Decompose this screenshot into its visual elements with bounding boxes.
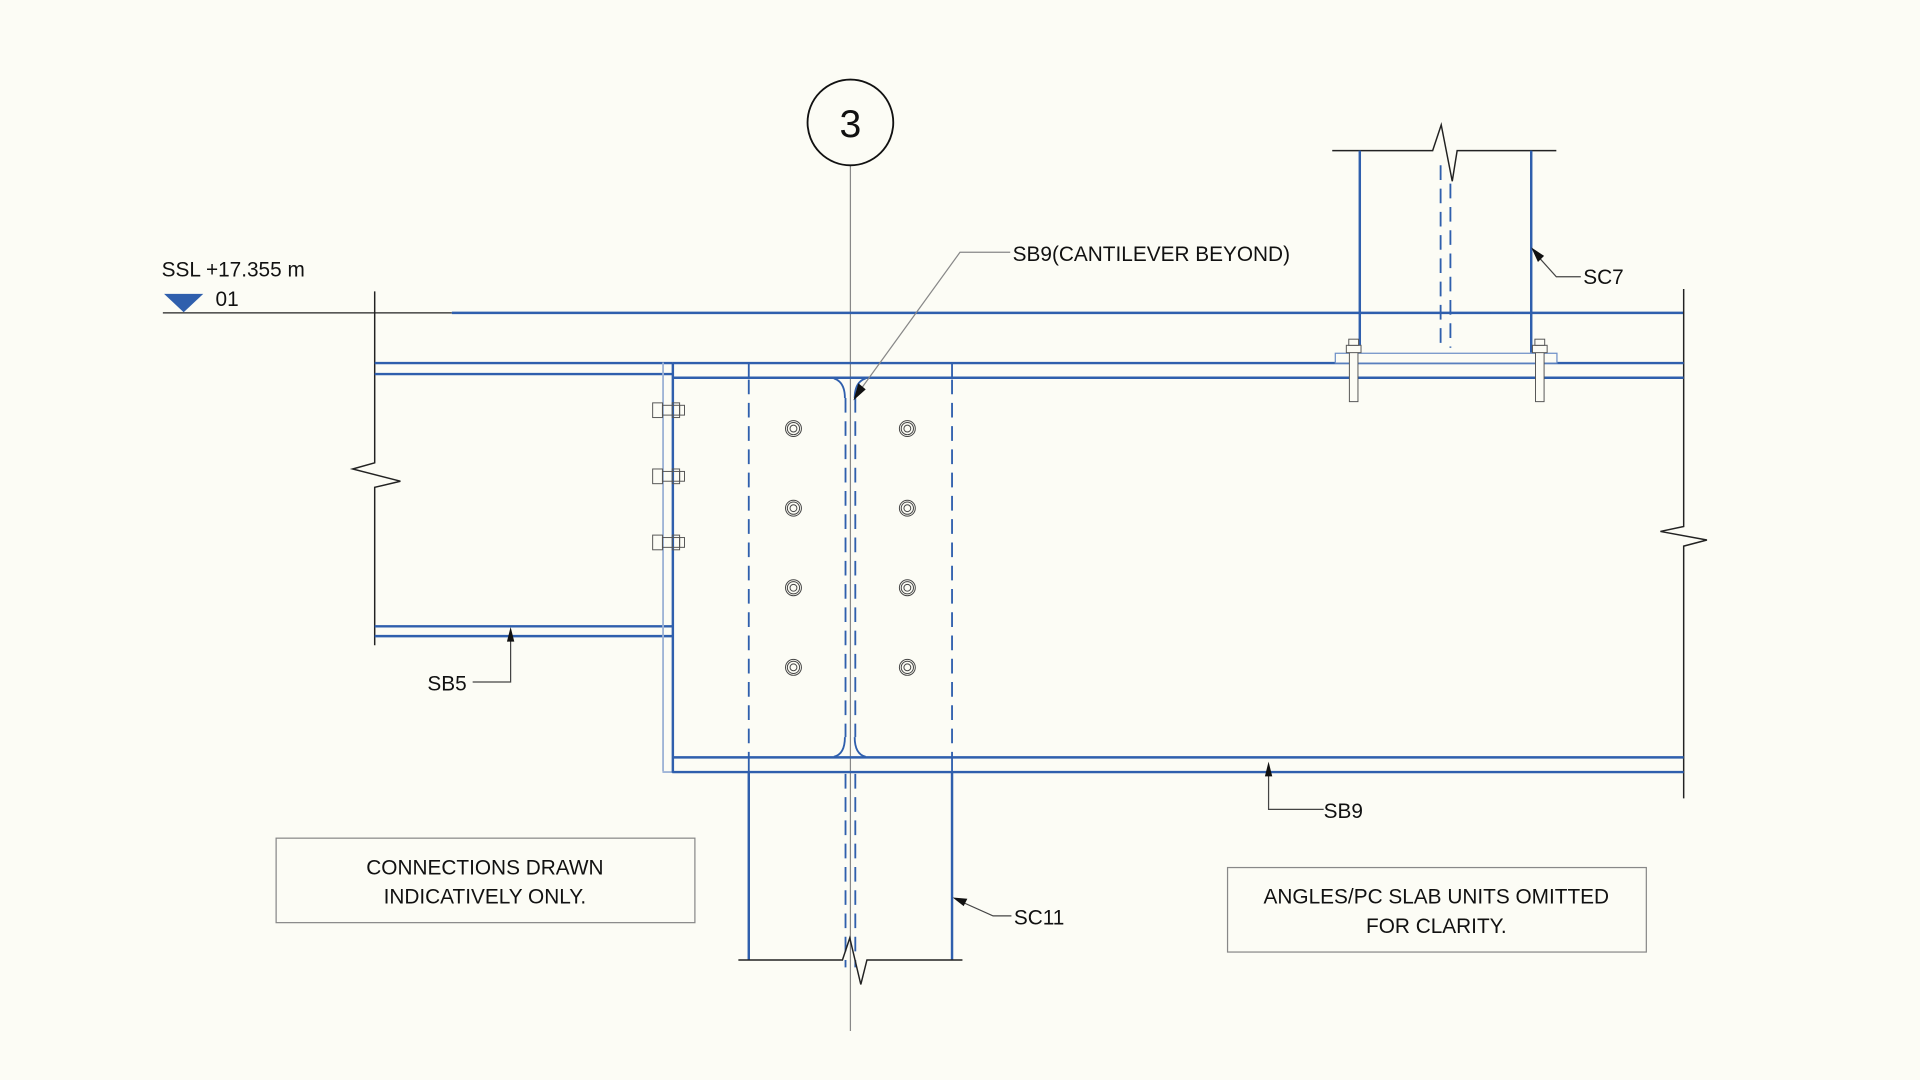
level-triangle-icon: [164, 293, 204, 313]
note-connections-line1: CONNECTIONS DRAWN: [366, 856, 603, 879]
end-plate: [662, 362, 675, 773]
grid-bubble: [806, 78, 895, 167]
break-line-left: [349, 291, 401, 646]
bolt-icon: [785, 579, 802, 597]
column-sc11: [738, 362, 963, 985]
bolt-icon: [785, 420, 802, 438]
bolt-icon: [898, 420, 916, 438]
note-omitted-line1: ANGLES/PC SLAB UNITS OMITTED: [1264, 886, 1610, 909]
label-sb9-note: (CANTILEVER BEYOND): [1052, 243, 1290, 266]
bolt-icon: [898, 499, 916, 517]
label-sb9-bottom: SB9: [1324, 800, 1363, 823]
break-line-column-top: [1332, 122, 1557, 182]
side-bolt-icon: [652, 402, 685, 419]
grid-line-3: 3: [806, 78, 895, 1032]
svg-text:SB9(CANTILEVER BEYOND): SB9(CANTILEVER BEYOND): [1013, 243, 1290, 266]
note-connections: CONNECTIONS DRAWN INDICATIVELY ONLY.: [275, 837, 696, 924]
beam-sb5: [374, 361, 673, 638]
note-omitted-line2: FOR CLARITY.: [1366, 915, 1507, 938]
leader-sc11: SC11: [952, 897, 1064, 929]
level-text: SSL +17.355 m: [162, 259, 305, 282]
bolt-icon: [785, 658, 802, 676]
level-sub-label: 01: [216, 288, 239, 311]
base-plate: [1334, 352, 1558, 364]
leader-sc7: SC7: [1531, 247, 1624, 289]
leader-sb9-bottom: SB9: [1264, 761, 1363, 823]
arrowhead-icon: [506, 626, 515, 642]
side-bolts: [652, 402, 685, 551]
label-sc11: SC11: [1014, 906, 1064, 929]
label-sc7: SC7: [1583, 266, 1623, 289]
bolt-icon: [898, 658, 916, 676]
anchor-bolt: [1345, 338, 1362, 403]
bolt-icon: [785, 499, 802, 517]
break-line-column-bottom: [738, 935, 963, 985]
leader-sb5: SB5: [427, 626, 515, 696]
label-sb9-top: SB9: [1013, 243, 1052, 266]
arrowhead-icon: [853, 383, 866, 401]
note-omitted: ANGLES/PC SLAB UNITS OMITTED FOR CLARITY…: [1226, 866, 1647, 953]
bolt-grid: [785, 420, 916, 676]
column-sc7: [1332, 122, 1558, 403]
arrowhead-icon: [1264, 761, 1273, 777]
side-bolt-icon: [652, 468, 685, 485]
label-sb5: SB5: [427, 673, 466, 696]
bolt-icon: [898, 579, 916, 597]
grid-label: 3: [840, 103, 862, 146]
anchor-bolt: [1531, 338, 1548, 403]
arrowhead-icon: [1531, 247, 1545, 263]
note-connections-line2: INDICATIVELY ONLY.: [384, 886, 587, 909]
leader-sb9-top: SB9(CANTILEVER BEYOND): [853, 243, 1290, 401]
side-bolt-icon: [652, 534, 685, 551]
arrowhead-icon: [952, 897, 968, 907]
break-line-right: [1660, 288, 1708, 799]
